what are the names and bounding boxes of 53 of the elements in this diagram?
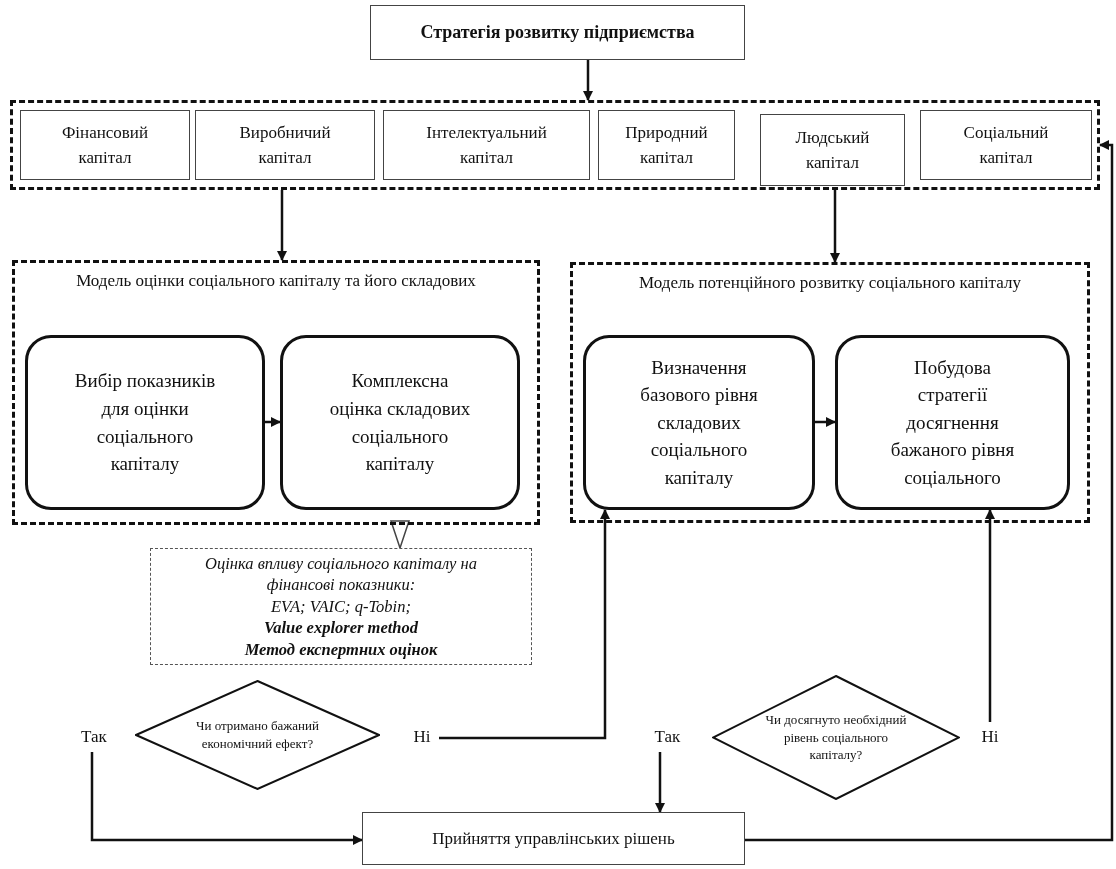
decision-diamond xyxy=(712,675,960,800)
branch-label: Так xyxy=(81,727,107,747)
rounded-process-box xyxy=(835,335,1070,510)
arrow xyxy=(815,417,836,427)
note-text: EVA; VAIC; q-Tobin; xyxy=(271,595,411,618)
arrow xyxy=(439,509,610,740)
process-box xyxy=(362,812,745,865)
process-box xyxy=(760,114,905,186)
group-heading: Модель оцінки соціального капіталу та його складових xyxy=(76,271,476,291)
question-text: Чи отримано бажаний економічний ефект? xyxy=(195,717,320,753)
question-text: Чи досягнуто необхідний рівень соціального капіталу? xyxy=(764,711,908,764)
branch-label: Ні xyxy=(981,727,999,747)
arrow xyxy=(745,140,1114,842)
process-box xyxy=(920,110,1092,180)
arrow xyxy=(830,190,840,263)
rounded-process-box xyxy=(25,335,265,510)
box-text: Комплексна оцінка складових соціального капіталу xyxy=(328,369,472,477)
box-text: Стратегія розвитку підприємства xyxy=(420,22,695,43)
rounded-process-box xyxy=(583,335,815,510)
arrow xyxy=(985,509,995,722)
rounded-process-box xyxy=(280,335,520,510)
process-box xyxy=(383,110,590,180)
note-text: Метод експертних оцінок xyxy=(244,638,438,661)
dashed-group-frame xyxy=(12,260,540,525)
box-text: Визначення базового рівня складових соціального капіталу xyxy=(639,355,759,490)
title-box xyxy=(370,5,745,60)
box-text: Природний капітал xyxy=(624,121,709,169)
box-text: Побудова стратегії досягнення бажаного рівня соціального xyxy=(889,355,1016,490)
note-text: Value explorer method xyxy=(264,617,418,639)
dashed-group-frame xyxy=(570,262,1090,523)
arrow xyxy=(90,752,363,845)
box-text: Прийняття управлінських рішень xyxy=(432,827,675,850)
group-heading: Модель потенційного розвитку соціального капіталу xyxy=(639,273,1021,293)
note-box xyxy=(150,548,532,665)
arrow xyxy=(583,60,593,101)
box-text: Фінансовий капітал xyxy=(60,121,150,169)
branch-label: Ні xyxy=(413,727,431,747)
process-box xyxy=(598,110,735,180)
arrow xyxy=(277,190,287,261)
box-text: Інтелектуальний капітал xyxy=(425,121,548,169)
process-box xyxy=(195,110,375,180)
note-text: Оцінка впливу соціального капіталу на фінансові показники: xyxy=(204,552,478,596)
box-text: Людський капітал xyxy=(794,126,871,174)
process-box xyxy=(20,110,190,180)
arrow xyxy=(265,417,281,427)
block-arrow xyxy=(390,520,410,549)
branch-label: Так xyxy=(654,727,681,747)
box-text: Вибір показників для оцінки соціального капіталу xyxy=(73,369,217,477)
box-text: Виробничий капітал xyxy=(238,121,332,169)
arrow xyxy=(655,752,665,813)
box-text: Соціальний капітал xyxy=(962,121,1050,169)
decision-diamond xyxy=(135,680,380,790)
dashed-group-frame xyxy=(10,100,1100,190)
